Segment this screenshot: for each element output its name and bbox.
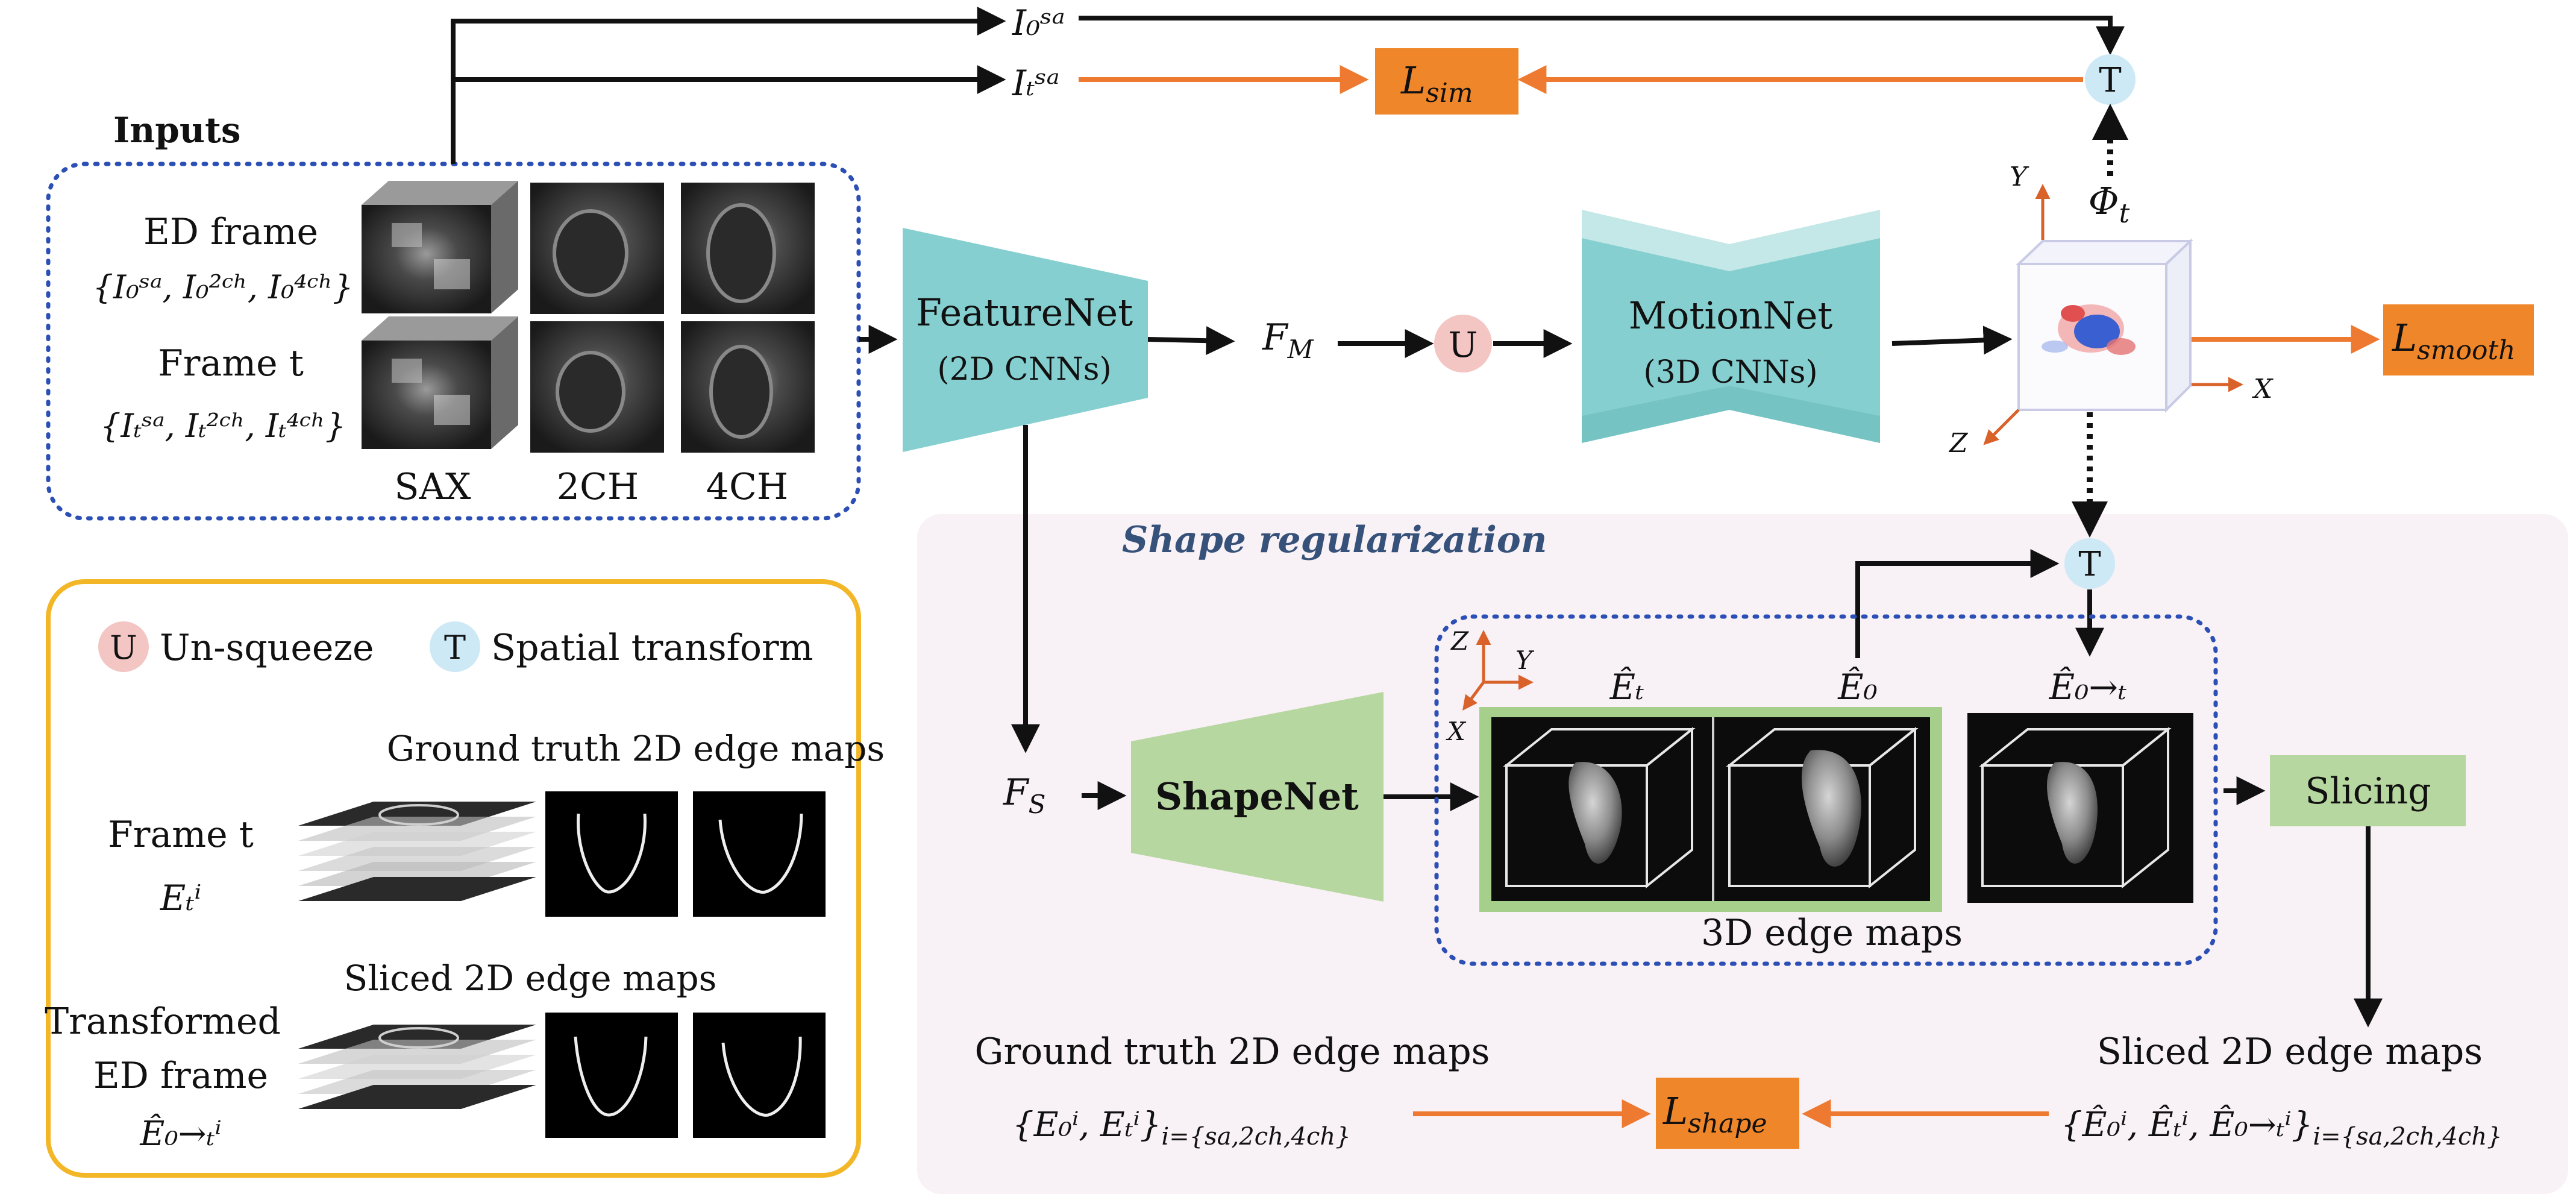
legend-u-symbol: U: [110, 629, 137, 667]
axis-y-motion-label: Y: [2010, 162, 2029, 192]
spatial-transform-top-label: T: [2099, 61, 2121, 100]
axis-x-edge: [1462, 681, 1485, 711]
svg-text:FS: FS: [1003, 771, 1045, 819]
legend-gt-image-2: [693, 791, 826, 917]
svg-text:Lsim: Lsim: [1400, 58, 1473, 108]
motionnet-label: MotionNet: [1629, 294, 1833, 338]
featurenet-label: FeatureNet: [916, 291, 1133, 335]
lsim-symbol: L: [1400, 58, 1426, 102]
legend-u-label: Un-squeeze: [160, 627, 374, 669]
phi-symbol: Φ: [2089, 179, 2119, 223]
legend-box: [46, 579, 861, 1178]
shapenet-label: ShapeNet: [1155, 774, 1359, 818]
svg-text:Lshape: Lshape: [1662, 1089, 1767, 1139]
lsmooth-subscript: smooth: [2417, 335, 2515, 366]
it-label: Iₜˢᵃ: [1012, 63, 1060, 104]
spatial-transform-top: [2085, 54, 2136, 105]
motion-field-cube: [2015, 238, 2194, 413]
legend-sliced-stack: [298, 1025, 536, 1109]
legend-frame-t-sym: Eₜⁱ: [160, 878, 201, 919]
fm-subscript: M: [1287, 335, 1314, 364]
legend-gt-stack: [298, 802, 536, 901]
legend-gt-image-1: [545, 791, 678, 917]
i0-label: I₀ˢᵃ: [1012, 2, 1065, 43]
svg-text:FM: FM: [1262, 316, 1314, 364]
lshape-box: [1656, 1078, 1799, 1149]
legend-transformed-1: Transformed: [45, 1001, 281, 1043]
inputs-up-line: [451, 7, 1006, 164]
sliced-label: Sliced 2D edge maps: [2097, 1031, 2483, 1073]
axis-y-edge-label: Y: [1515, 646, 1535, 675]
frame-t-set: {Iₜˢᵃ, Iₜ²ᶜʰ, Iₜ⁴ᶜʰ}: [100, 407, 346, 445]
gt-set: {E₀ⁱ, Eₜⁱ}: [1012, 1105, 1161, 1145]
axis-x-edge-label: X: [1446, 717, 1467, 746]
shapenet-block: [1131, 692, 1384, 902]
shape-region-title: Shape regularization: [1122, 519, 1547, 561]
fm-symbol: F: [1262, 316, 1289, 359]
legend-sliced-image-2: [693, 1013, 826, 1138]
view-label-4ch: 4CH: [706, 466, 788, 508]
sax-cube-t: [362, 316, 518, 449]
fs-symbol: F: [1003, 771, 1030, 814]
lshape-subscript: shape: [1688, 1108, 1767, 1139]
lshape-symbol: L: [1662, 1089, 1688, 1133]
lsmooth-symbol: L: [2392, 316, 2417, 360]
svg-text:{Ê₀ⁱ, Êₜⁱ, Ê₀→ₜⁱ}i={sa,2ch,4ch: {Ê₀ⁱ, Êₜⁱ, Ê₀→ₜⁱ}i={sa,2ch,4ch}: [2061, 1104, 2502, 1151]
unsqueeze-node: [1434, 315, 1492, 372]
legend-sliced-title: Sliced 2D edge maps: [344, 958, 717, 999]
featurenet-sub: (2D CNNs): [937, 351, 1111, 388]
spatial-transform-bottom: [2064, 538, 2115, 589]
legend-t-symbol: T: [444, 629, 466, 667]
edge-caption: 3D edge maps: [1701, 912, 1963, 954]
phi-subscript: t: [2119, 198, 2130, 229]
edge-cube-et: [1503, 726, 1696, 889]
legend-transformed-sym: Ê₀→ₜⁱ: [139, 1113, 221, 1154]
edge-maps-box: [1434, 614, 2218, 966]
edge-label-e0: Ê₀: [1837, 667, 1878, 708]
sliced-set: {Ê₀ⁱ, Êₜⁱ, Ê₀→ₜⁱ}: [2061, 1104, 2313, 1145]
lsim-box: [1375, 48, 1518, 115]
edge-label-e0t: Ê₀→ₜ: [2049, 667, 2127, 708]
heart-shape-e0t: [2047, 762, 2098, 864]
svg-text:{E₀ⁱ, Eₜⁱ}i={sa,2ch,4ch}: {E₀ⁱ, Eₜⁱ}i={sa,2ch,4ch}: [1012, 1105, 1351, 1151]
unsqueeze-label: U: [1449, 324, 1478, 365]
heart-shape-e0: [1801, 750, 1861, 867]
legend-u-icon: [98, 621, 149, 672]
ed-frame-label: ED frame: [143, 211, 318, 253]
slicing-block: [2270, 755, 2466, 826]
i0-to-transform: [1079, 16, 2125, 55]
legend-frame-t: Frame t: [108, 814, 254, 856]
legend-transformed-2: ED frame: [93, 1055, 268, 1097]
axis-x-motion-label: X: [2252, 374, 2274, 404]
ed-frame-set: {I₀ˢᵃ, I₀²ᶜʰ, I₀⁴ᶜʰ}: [93, 268, 354, 306]
heart-shape-et: [1568, 762, 1622, 864]
frame-t-label: Frame t: [158, 342, 304, 385]
legend-sliced-image-1: [545, 1013, 678, 1138]
gt-label: Ground truth 2D edge maps: [975, 1031, 1490, 1073]
edge-label-et: Êₜ: [1609, 667, 1644, 708]
fs-subscript: S: [1029, 790, 1046, 819]
lsmooth-box: [2383, 304, 2534, 375]
gt-subscript: i={sa,2ch,4ch}: [1161, 1123, 1350, 1151]
sax-cube-ed: [362, 181, 518, 313]
axis-z-edge-label: Z: [1450, 626, 1469, 656]
axis-z-motion: [1983, 409, 2020, 445]
axis-z-motion-label: Z: [1948, 428, 1969, 459]
slicing-label: Slicing: [2305, 770, 2431, 812]
svg-text:Lsmooth: Lsmooth: [2392, 316, 2515, 366]
sliced-subscript: i={sa,2ch,4ch}: [2313, 1123, 2502, 1151]
inputs-title: Inputs: [113, 110, 240, 151]
svg-text:Φt: Φt: [2089, 179, 2130, 229]
legend-gt-title: Ground truth 2D edge maps: [387, 728, 885, 769]
view-label-2ch: 2CH: [557, 466, 639, 508]
lsim-subscript: sim: [1426, 78, 1473, 108]
featurenet-block: [903, 228, 1148, 452]
motionnet-block: [1582, 210, 1880, 443]
legend-t-icon: [430, 621, 480, 672]
legend-t-label: Spatial transform: [491, 627, 813, 669]
spatial-transform-bottom-label: T: [2078, 545, 2101, 584]
motionnet-sub: (3D CNNs): [1643, 354, 1817, 391]
view-label-sax: SAX: [394, 466, 471, 508]
